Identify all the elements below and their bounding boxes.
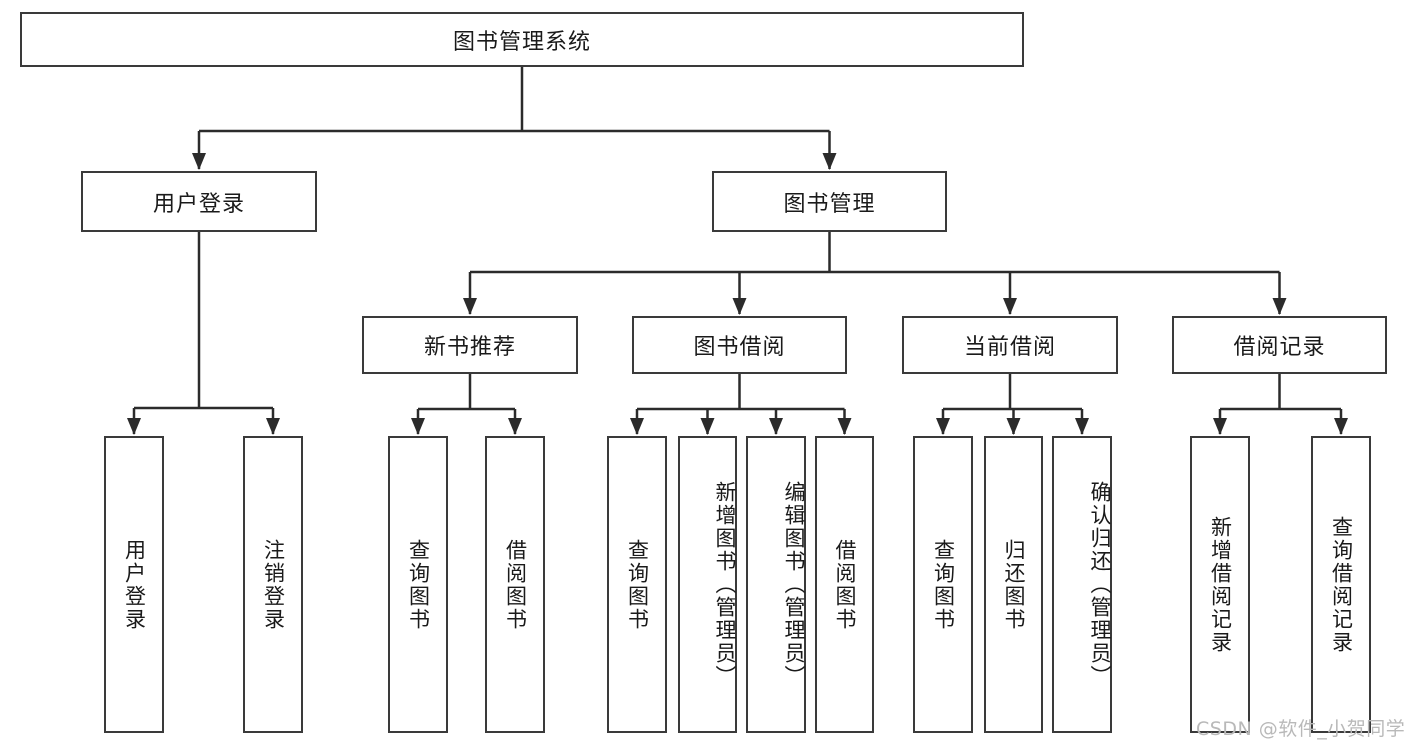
- arrow-head: [508, 418, 522, 435]
- node-leaf-query-book-new[interactable]: 查询图书: [388, 436, 448, 733]
- arrow-head: [700, 418, 715, 435]
- node-current-borrow[interactable]: 当前借阅: [902, 316, 1118, 374]
- arrow-head: [1334, 418, 1348, 435]
- node-leaf-add-book[interactable]: 新增图书（管理员）: [678, 436, 737, 733]
- node-leaf-query-book-borrow[interactable]: 查询图书: [607, 436, 667, 733]
- arrow-head: [1213, 418, 1227, 435]
- arrow-head: [936, 418, 950, 435]
- node-leaf-query-book-current[interactable]: 查询图书: [913, 436, 973, 733]
- arrow-head: [769, 418, 783, 435]
- node-leaf-user-login[interactable]: 用户登录: [104, 436, 164, 733]
- arrow-head: [1003, 298, 1017, 315]
- arrow-head: [127, 418, 141, 435]
- node-leaf-borrow-book-new[interactable]: 借阅图书: [485, 436, 545, 733]
- arrow-head: [1006, 418, 1021, 435]
- node-book-manage[interactable]: 图书管理: [712, 171, 947, 232]
- arrow-head: [732, 298, 747, 315]
- arrow-head: [463, 298, 477, 315]
- node-borrow-record[interactable]: 借阅记录: [1172, 316, 1387, 374]
- node-user-login[interactable]: 用户登录: [81, 171, 317, 232]
- node-leaf-return-book[interactable]: 归还图书: [984, 436, 1043, 733]
- arrow-head: [266, 418, 280, 435]
- arrow-head: [192, 153, 206, 170]
- watermark-label: CSDN @软件_小贺同学: [1196, 718, 1405, 740]
- node-leaf-confirm-return[interactable]: 确认归还（管理员）: [1052, 436, 1112, 733]
- node-leaf-borrow-book[interactable]: 借阅图书: [815, 436, 874, 733]
- arrow-head: [1272, 298, 1287, 315]
- node-new-book-recommend[interactable]: 新书推荐: [362, 316, 578, 374]
- arrow-head: [837, 418, 852, 435]
- node-leaf-add-record[interactable]: 新增借阅记录: [1190, 436, 1250, 733]
- node-leaf-user-logout[interactable]: 注销登录: [243, 436, 303, 733]
- node-leaf-edit-book[interactable]: 编辑图书（管理员）: [746, 436, 806, 733]
- arrow-head: [630, 418, 644, 435]
- node-book-borrow[interactable]: 图书借阅: [632, 316, 847, 374]
- node-root[interactable]: 图书管理系统: [20, 12, 1024, 67]
- arrow-head: [411, 418, 425, 435]
- node-leaf-query-record[interactable]: 查询借阅记录: [1311, 436, 1371, 733]
- arrow-head: [822, 153, 837, 170]
- arrow-head: [1075, 418, 1089, 435]
